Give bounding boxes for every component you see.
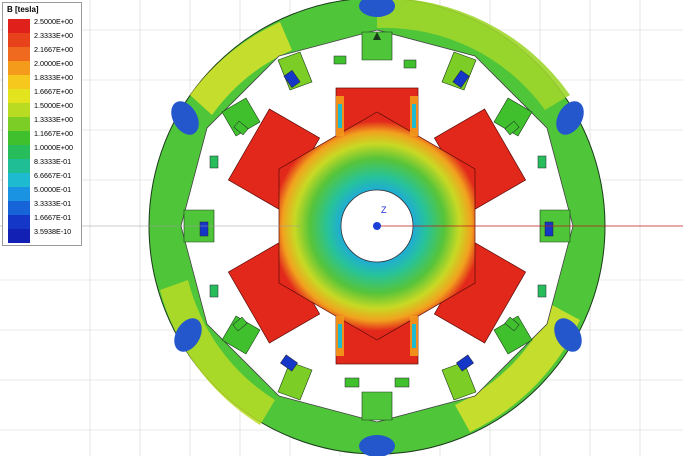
legend-value-label: 1.6667E+00	[34, 87, 73, 96]
legend-value-label: 2.0000E+00	[34, 59, 73, 68]
slot-coils	[199, 55, 554, 388]
legend-value-label: 5.0000E-01	[34, 185, 72, 194]
legend-value-label: 1.8333E+00	[34, 73, 73, 82]
legend-swatch	[8, 215, 30, 229]
legend-value-label: 2.5000E+00	[34, 17, 73, 26]
axis-z-label: Z	[381, 205, 387, 215]
legend-swatch	[8, 61, 30, 75]
legend-value-label: 3.3333E-01	[34, 199, 72, 208]
legend-swatch	[8, 229, 30, 243]
legend-swatch	[8, 173, 30, 187]
legend-swatch	[8, 89, 30, 103]
legend-swatch	[8, 159, 30, 173]
legend-value-label: 1.0000E+00	[34, 143, 73, 152]
top-marker	[373, 32, 381, 40]
legend-swatch	[8, 47, 30, 61]
legend-value-label: 6.6667E-01	[34, 171, 72, 180]
legend-swatch	[8, 131, 30, 145]
legend-swatch	[8, 117, 30, 131]
legend-value-label: 2.3333E+00	[34, 31, 73, 40]
legend-title: B [tesla]	[7, 5, 39, 14]
legend-value-label: 1.5000E+00	[34, 101, 73, 110]
legend-swatch	[8, 145, 30, 159]
legend-value-label: 3.5938E-10	[34, 227, 72, 236]
legend-swatch	[8, 103, 30, 117]
legend-value-label: 1.3333E+00	[34, 115, 73, 124]
legend-value-label: 1.6667E-01	[34, 213, 72, 222]
legend-color-bar	[8, 19, 30, 243]
legend-swatch	[8, 187, 30, 201]
legend-swatch	[8, 33, 30, 47]
legend-swatch	[8, 201, 30, 215]
legend-swatch	[8, 75, 30, 89]
legend-value-label: 2.1667E+00	[34, 45, 73, 54]
legend-value-label: 1.1667E+00	[34, 129, 73, 138]
color-legend: B [tesla] 2.5000E+00 2.3333E+00 2.1667E+00…	[2, 2, 82, 246]
legend-value-label: 8.3333E-01	[34, 157, 72, 166]
legend-swatch	[8, 19, 30, 33]
